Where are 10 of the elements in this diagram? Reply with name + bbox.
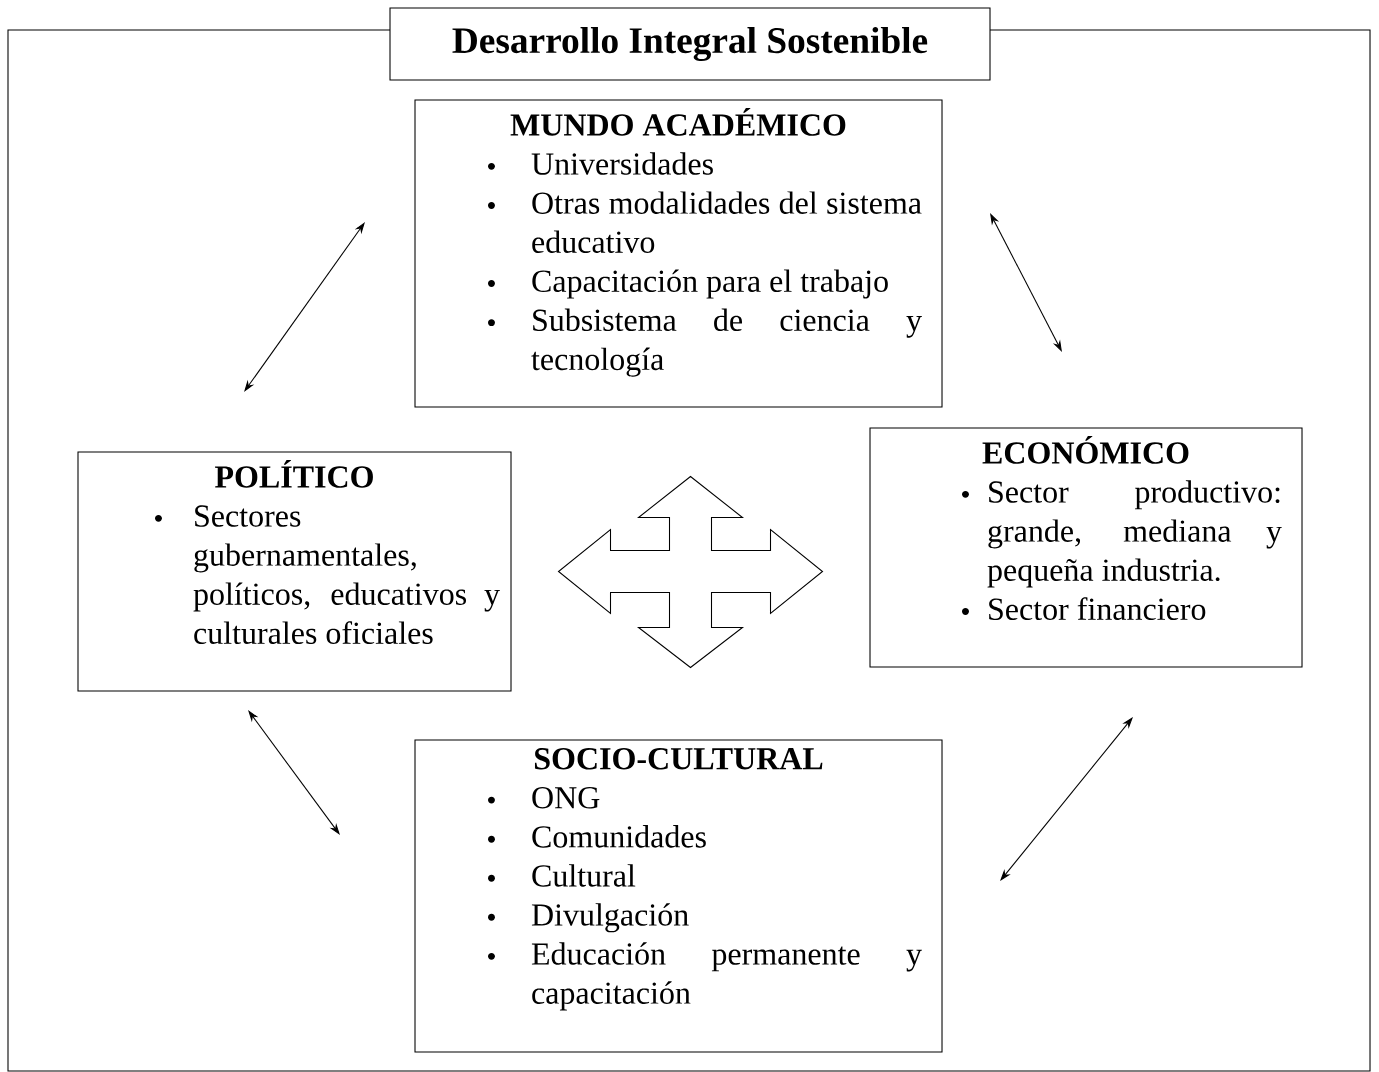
double-arrow	[1000, 717, 1133, 881]
double-arrow	[244, 222, 365, 392]
title-box: Desarrollo Integral Sostenible	[389, 7, 991, 81]
sector-box: POLÍTICO Sectores gubernamentales, políticos, educativos y culturales oficiales	[77, 451, 512, 692]
sector-box: ECONÓMICO Sector productivo: grande, mediana y pequeña industria. Sector financiero	[869, 427, 1303, 668]
double-arrow	[990, 213, 1062, 352]
sector-box: SOCIO-CULTURAL ONG Comunidades Cultural Divulgación Educación permanente y capacitación	[414, 739, 943, 1053]
sector-box: MUNDO ACADÉMICO Universidades Otras modalidades del sistema educativo Capacitación para el trabajo Subsistema de ciencia y tecnología	[414, 99, 943, 408]
four-way-arrow	[557, 475, 824, 669]
double-arrow	[248, 710, 340, 835]
